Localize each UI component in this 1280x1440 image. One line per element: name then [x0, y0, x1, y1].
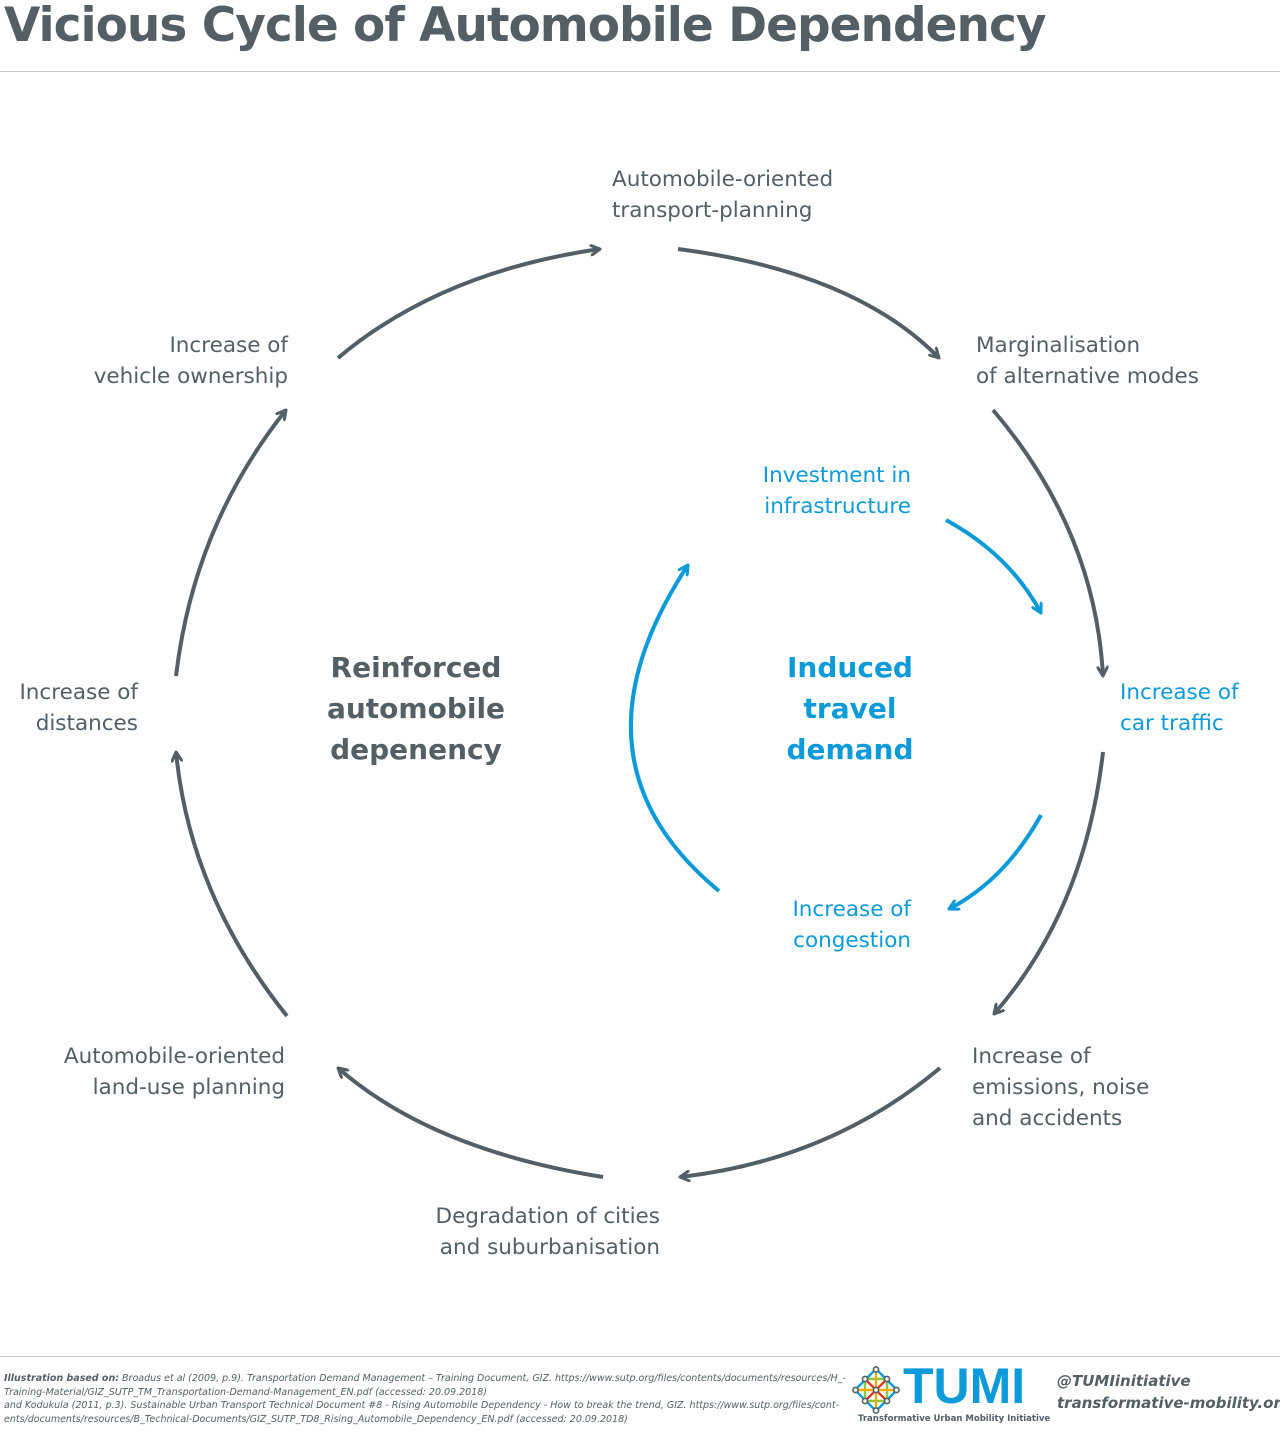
arrow-transport-to-marginalisation — [677, 247, 939, 358]
citation-text: Broadus et al (2009, p.9). Transportatio… — [119, 1373, 846, 1384]
node-line: congestion — [793, 928, 911, 953]
node-line: Degradation of cities — [435, 1204, 660, 1229]
node-line: and suburbanisation — [439, 1235, 660, 1260]
arrow-investment-to-car-traffic — [945, 518, 1043, 613]
arrow-marginalisation-to-car-traffic — [991, 408, 1103, 676]
node-line: transport-planning — [612, 198, 813, 223]
node-degradation: Degradation of cities and suburbanisatio… — [436, 1201, 660, 1263]
node-line: Increase of — [792, 897, 911, 922]
tumi-logo-tagline: Transformative Urban Mobility Initiative — [858, 1414, 1051, 1424]
citation-line: Training-Material/GIZ_SUTP_TM_Transporta… — [4, 1386, 487, 1398]
node-emissions: Increase of emissions, noise and acciden… — [972, 1041, 1149, 1134]
loop-title-line: depenency — [330, 733, 502, 766]
node-investment: Investment in infrastructure — [763, 460, 911, 522]
node-congestion: Increase of congestion — [792, 894, 911, 956]
arrow-congestion-to-investment — [629, 565, 721, 893]
source-citation: Illustration based on: Broadus et al (20… — [4, 1372, 846, 1426]
node-line: distances — [35, 711, 138, 736]
arrow-car-traffic-to-congestion — [949, 814, 1043, 909]
node-marginalisation: Marginalisation of alternative modes — [976, 330, 1199, 392]
arrow-emissions-to-degradation — [680, 1066, 942, 1177]
tumi-network-logo-icon — [852, 1366, 900, 1414]
social-handle[interactable]: @TUMIinitiative — [1057, 1372, 1191, 1390]
node-line: Automobile-oriented — [612, 167, 834, 192]
node-land-use: Automobile-oriented land-use planning — [64, 1041, 285, 1103]
arrow-distances-to-ownership — [174, 410, 288, 677]
node-vehicle-ownership: Increase of vehicle ownership — [94, 330, 288, 392]
footer-divider — [0, 1356, 1280, 1357]
node-line: Marginalisation — [976, 333, 1141, 358]
citation-line: Illustration based on: Broadus et al (20… — [4, 1372, 846, 1386]
tumi-logo-wordmark: TUMI — [903, 1358, 1026, 1414]
node-transport-planning: Automobile-oriented transport-planning — [612, 164, 833, 226]
loop-title-line: Induced — [787, 651, 913, 684]
loop-title-line: demand — [786, 733, 914, 766]
arrow-land-use-to-distances — [176, 752, 289, 1018]
node-line: Investment in — [762, 463, 911, 488]
node-line: Increase of — [169, 333, 288, 358]
node-line: and accidents — [972, 1106, 1123, 1131]
node-line: car traffic — [1120, 711, 1224, 736]
node-line: emissions, noise — [972, 1075, 1150, 1100]
node-line: Increase of — [972, 1044, 1091, 1069]
loop-title-line: Reinforced — [330, 651, 502, 684]
node-line: infrastructure — [764, 494, 911, 519]
node-distances: Increase of distances — [19, 677, 138, 739]
arrow-car-traffic-to-emissions — [992, 751, 1105, 1014]
citation-label: Illustration based on: — [4, 1373, 120, 1384]
node-line: of alternative modes — [976, 364, 1199, 389]
loop-title-line: travel — [803, 692, 897, 725]
website-link[interactable]: transformative-mobility.org — [1057, 1394, 1280, 1412]
arrow-ownership-to-transport — [336, 249, 600, 360]
node-line: Increase of — [1120, 680, 1239, 705]
page-title: Vicious Cycle of Automobile Dependency — [4, 0, 1046, 53]
arrow-degradation-to-land-use — [338, 1066, 604, 1179]
node-line: Automobile-oriented — [63, 1044, 285, 1069]
header-divider — [0, 71, 1280, 72]
node-line: land-use planning — [92, 1075, 285, 1100]
node-line: Increase of — [19, 680, 138, 705]
inner-loop-title: Induced travel demand — [750, 647, 950, 770]
node-line: vehicle ownership — [93, 364, 288, 389]
outer-loop-title: Reinforced automobile depenency — [296, 647, 536, 770]
social-links: @TUMIinitiative transformative-mobility.… — [1057, 1370, 1280, 1414]
node-car-traffic: Increase of car traffic — [1120, 677, 1239, 739]
citation-line: ents/documents/resources/B_Technical-Doc… — [4, 1413, 628, 1425]
loop-title-line: automobile — [326, 692, 506, 725]
citation-line: and Kodukula (2011, p.3). Sustainable Ur… — [4, 1400, 839, 1411]
